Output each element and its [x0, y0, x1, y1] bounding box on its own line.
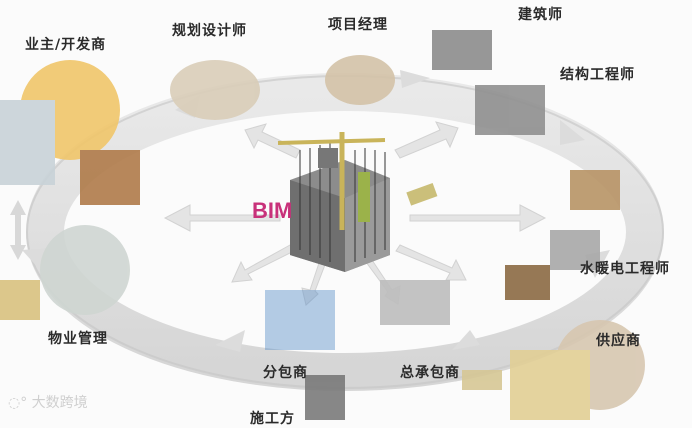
role-label-construction-party: 施工方 — [250, 411, 295, 427]
role-label-architect: 建筑师 — [518, 7, 563, 23]
role-label-structural-engineer: 结构工程师 — [560, 67, 635, 83]
watermark: ◌° 大数跨境 — [8, 392, 88, 412]
role-label-property-management: 物业管理 — [48, 331, 108, 347]
watermark-logo-icon: ◌° — [8, 395, 28, 411]
building-icon — [277, 132, 390, 272]
watermark-text: 大数跨境 — [31, 395, 88, 411]
role-label-subcontractor: 分包商 — [263, 365, 308, 381]
role-label-project-manager: 项目经理 — [328, 17, 388, 33]
role-label-supplier: 供应商 — [596, 333, 641, 349]
role-label-mep-engineer: 水暖电工程师 — [580, 261, 670, 277]
role-label-general-contractor: 总承包商 — [400, 365, 460, 381]
role-label-planner: 规划设计师 — [172, 23, 247, 39]
role-label-owner: 业主/开发商 — [25, 37, 107, 53]
bim-center-label: BIM — [252, 198, 293, 223]
